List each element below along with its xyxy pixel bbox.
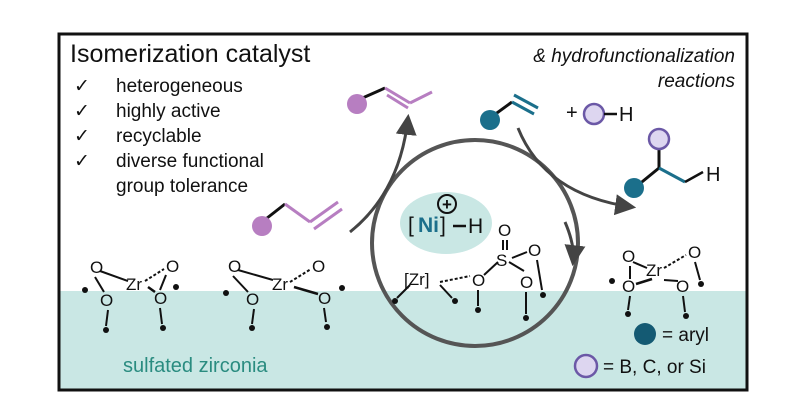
oxygen-label: O <box>246 290 259 309</box>
zr-bracket-label: [Zr] <box>404 270 430 289</box>
feature-item: highly active <box>116 101 221 122</box>
oxygen-label: O <box>154 289 167 308</box>
feature-item: recyclable <box>116 126 202 147</box>
feature-item: heterogeneous <box>116 76 243 97</box>
oxygen-label: O <box>622 247 635 266</box>
aryl-icon <box>634 323 656 345</box>
frame-border <box>57 32 749 392</box>
feature-check: ✓ <box>74 151 90 172</box>
support-surface <box>60 291 746 390</box>
oxygen-label: O <box>90 258 103 277</box>
catalytic-cycle-ring <box>370 138 580 348</box>
heteroatom-icon <box>573 353 599 379</box>
hydrofunctionalized-product: H <box>624 127 720 198</box>
ni-bracket-open: [ <box>408 214 414 237</box>
zr-label: Zr <box>646 261 662 280</box>
ni-hydride: H <box>468 215 483 238</box>
oxygen-label: O <box>688 243 701 262</box>
cycle-down-arrow <box>563 221 586 267</box>
reactions-title-line2: reactions <box>658 71 736 92</box>
heteroatom-h-reagent: H <box>582 102 633 126</box>
plus-sign: + <box>566 102 578 124</box>
feature-check: ✓ <box>74 101 90 122</box>
legend-heteroatom: = B, C, or Si <box>603 357 706 378</box>
violet-substituent-icon <box>252 216 272 236</box>
heteroatom-icon <box>647 127 671 151</box>
oxygen-label: O <box>318 289 331 308</box>
feature-item: diverse functional <box>116 151 264 172</box>
ni-catalyst-halo <box>400 192 492 254</box>
legend-aryl: = aryl <box>662 325 709 346</box>
aryl-icon <box>480 110 500 130</box>
zr-label: Zr <box>272 275 288 294</box>
support-label: sulfated zirconia <box>123 355 268 377</box>
aryl-icon <box>624 178 644 198</box>
zr-label: Zr <box>126 275 142 294</box>
isomerization-arrow <box>349 113 417 234</box>
sulfated-site: [Zr] S O O O O <box>392 221 546 321</box>
oxygen-label: O <box>166 257 179 276</box>
feature-item: group tolerance <box>116 176 248 197</box>
heteroatom-icon <box>582 102 606 126</box>
terminal-alkene <box>252 200 343 236</box>
feature-list: ✓ heterogeneous ✓ highly active ✓ recycl… <box>74 76 264 197</box>
product-h: H <box>706 164 720 186</box>
zirconia-site-1: Zr O O O O <box>82 257 179 333</box>
positive-charge-icon <box>437 194 457 214</box>
oxygen-label: O <box>520 273 533 292</box>
zirconia-site-2: Zr O O O O <box>223 257 345 331</box>
oxygen-label: O <box>100 291 113 310</box>
ni-charge: + <box>442 195 452 214</box>
legend: = aryl = B, C, or Si <box>573 323 709 379</box>
oxygen-label: O <box>498 221 511 240</box>
aryl-alkene <box>480 93 539 130</box>
ni-metal: Ni <box>418 214 439 237</box>
oxygen-label: O <box>228 257 241 276</box>
violet-substituent-icon <box>347 94 367 114</box>
feature-check: ✓ <box>74 76 90 97</box>
catalyst-title: Isomerization catalyst <box>70 40 310 68</box>
oxygen-label: O <box>528 241 541 260</box>
feature-check: ✓ <box>74 126 90 147</box>
zirconia-site-3: Zr O O O O <box>609 243 704 319</box>
oxygen-label: O <box>472 271 485 290</box>
reactions-title-line1: & hydrofunctionalization <box>533 46 735 67</box>
oxygen-label: O <box>312 257 325 276</box>
reagent-h: H <box>619 104 633 126</box>
oxygen-label: O <box>676 277 689 296</box>
ni-bracket-close: ] <box>440 214 446 237</box>
sulfur-label: S <box>496 251 507 270</box>
hydrofunctionalization-arrow <box>516 127 637 216</box>
internal-alkene <box>347 86 433 114</box>
oxygen-label: O <box>622 277 635 296</box>
